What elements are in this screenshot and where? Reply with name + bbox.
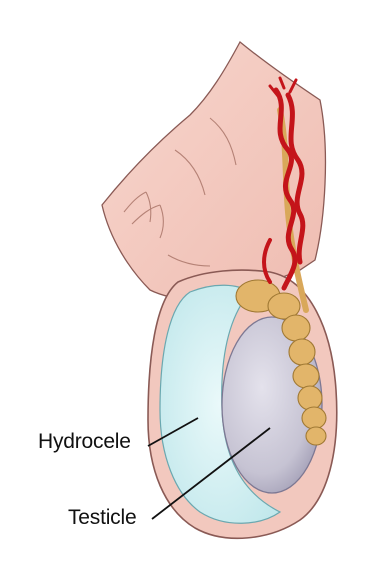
testicle-label: Testicle: [68, 506, 136, 530]
hydrocele-label: Hydrocele: [38, 430, 131, 454]
